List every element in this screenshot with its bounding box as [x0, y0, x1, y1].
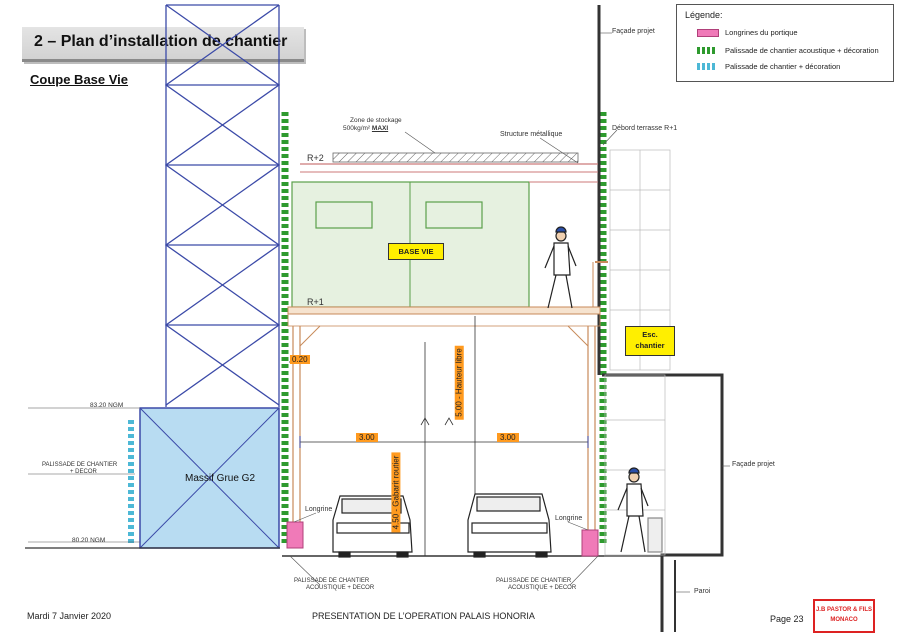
ngm-bottom-label: 80.20 NGM — [72, 537, 106, 544]
blue-dashed-swatch — [697, 63, 717, 70]
company-logo: J.B PASTOR & FILS MONACO — [813, 599, 875, 633]
r2-label: R+2 — [307, 153, 324, 163]
palissade-bottom-1b: ACOUSTIQUE + DECOR — [306, 585, 375, 591]
paroi-wall — [602, 373, 724, 632]
r1-label: R+1 — [307, 297, 324, 307]
legend: Légende: Longrines du portique Palissade… — [676, 4, 894, 82]
zone-stockage-label: Zone de stockage — [350, 117, 402, 124]
worker-lower — [617, 467, 663, 553]
dim-300-left: 3.00 — [356, 433, 378, 442]
facade-projet-right-label: Façade projet — [732, 461, 775, 468]
longrine-left-label: Longrine — [305, 506, 333, 513]
longrine-right — [581, 529, 599, 557]
dim-020: 0.20 — [290, 355, 310, 364]
crane-foundation — [139, 407, 280, 549]
car-right — [467, 493, 552, 558]
section-subtitle: Coupe Base Vie — [30, 72, 129, 87]
gabarit-routier-label: 4.50 - Gabarit routier — [391, 452, 401, 533]
palissade-bottom-1a: PALISSADE DE CHANTIER — [294, 578, 370, 584]
ngm-top-label: 83.20 NGM — [90, 402, 124, 409]
paroi-label: Paroi — [694, 588, 711, 595]
leader-lines — [28, 32, 730, 593]
zone-charge-label: 500kg/m² MAXI — [343, 125, 389, 132]
pink-swatch — [697, 29, 719, 37]
footer-presentation: PRESENTATION DE L’OPERATION PALAIS HONOR… — [312, 611, 535, 621]
title-band: 2 – Plan d’installation de chantier — [22, 27, 304, 62]
dim-300-right: 3.00 — [497, 433, 519, 442]
longrine-left — [286, 521, 304, 549]
longrine-right-label: Longrine — [555, 515, 583, 522]
debord-terrasse-label: Débord terrasse R+1 — [612, 125, 678, 132]
palissade-left-label-2: + DECOR — [70, 469, 97, 475]
footer-date: Mardi 7 Janvier 2020 — [27, 611, 112, 621]
crane-tower — [164, 4, 281, 407]
green-dashed-swatch — [697, 47, 717, 54]
massif-grue-label: Massif Grue G2 — [185, 473, 256, 484]
facade-projet-top-label: Façade projet — [612, 28, 655, 35]
palissade-left-label-1: PALISSADE DE CHANTIER — [42, 462, 118, 468]
palissade-bottom-2b: ACOUSTIQUE + DECOR — [508, 585, 577, 591]
base-vie-tag: BASE VIE — [388, 243, 444, 260]
escalier-chantier-tag: Esc.chantier — [625, 326, 675, 356]
worker-upper — [544, 226, 577, 309]
structure-metallique-label: Structure métallique — [500, 131, 563, 138]
legend-title: Légende: — [685, 10, 723, 20]
r1-floor — [287, 306, 601, 315]
dimension-ticks — [299, 436, 589, 448]
footer-page: Page 23 — [770, 614, 804, 624]
hauteur-libre-label: 5.00 - Hauteur libre — [454, 345, 464, 420]
storage-zone — [332, 152, 579, 163]
palissade-bottom-2a: PALISSADE DE CHANTIER — [496, 578, 572, 584]
background-facade — [604, 149, 671, 556]
